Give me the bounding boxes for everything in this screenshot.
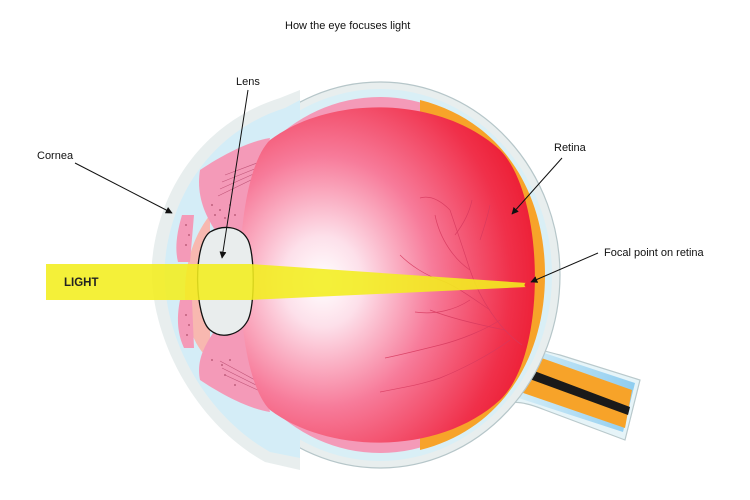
lens-label: Lens [236,76,260,88]
light-beam [46,264,527,300]
retina-label: Retina [554,142,586,154]
pointer-arrows [74,89,599,283]
lens-pointer [219,89,249,259]
diagram-title: How the eye focuses light [285,20,411,32]
focal-point-label: Focal point on retina [604,247,704,259]
cornea-label: Cornea [37,150,74,162]
cornea-pointer [74,162,173,214]
focal-point [524,282,530,288]
light-label: LIGHT [64,277,99,289]
retina-pointer [511,157,563,215]
focal-point-pointer [530,252,599,283]
